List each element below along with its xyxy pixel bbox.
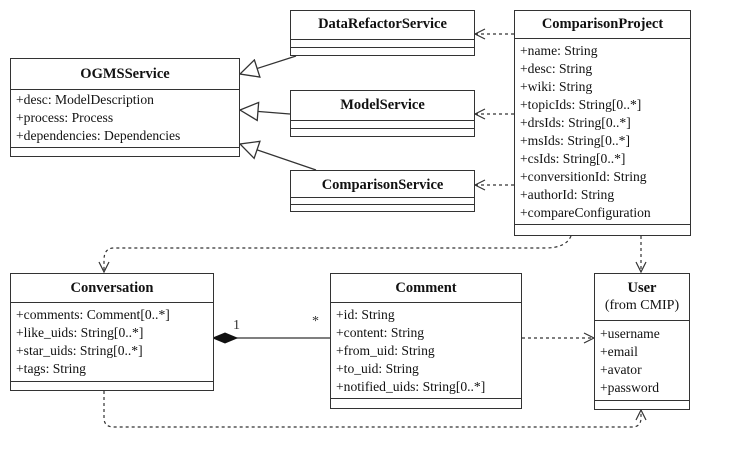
attribute: +from_uid: String [336,343,435,358]
class-header: User (from CMIP) [595,274,689,320]
operations-section [291,47,474,55]
operations-section [291,128,474,136]
operations-section [331,398,521,407]
attribute: +id: String [336,307,395,322]
dependency-conversation-to-user [103,391,641,428]
operations-section [11,381,213,389]
attribute: +star_uids: String[0..*] [16,343,143,358]
generalization-model-to-ogms [240,110,291,114]
class-name: Comment [395,280,457,296]
multiplicity-many: * [312,314,319,329]
attribute: +topicIds: String[0..*] [520,97,642,112]
class-conversation[interactable]: Conversation +comments: Comment[0..*] +l… [10,273,214,391]
attribute: +to_uid: String [336,361,419,376]
operations-section [515,224,690,234]
generalization-dataRefactor-to-ogms [240,55,297,74]
class-name: Conversation [70,280,154,296]
attributes-section: +comments: Comment[0..*] +like_uids: Str… [11,302,213,381]
class-comparison-project[interactable]: ComparisonProject +name: String +desc: S… [514,10,691,236]
attribute: +compareConfiguration [520,205,651,220]
operations-section [595,400,689,408]
attribute: +name: String [520,43,598,58]
attribute: +password [600,380,660,395]
attributes-section: +desc: ModelDescription +process: Proces… [11,89,239,147]
operations-section [11,147,239,155]
class-user[interactable]: User (from CMIP) +username +email +avato… [594,273,690,410]
attribute: +content: String [336,325,425,340]
attributes-section: +username +email +avator +password [595,320,689,400]
composition-diamond [211,332,239,344]
attribute: +wiki: String [520,79,593,94]
attribute: +comments: Comment[0..*] [16,307,170,322]
attributes-section [291,39,474,47]
attribute: +username [600,326,660,341]
attribute: +like_uids: String[0..*] [16,325,144,340]
attribute: +desc: ModelDescription [16,92,154,107]
class-name: ModelService [340,97,425,113]
attributes-section [291,197,474,204]
attribute: +authorId: String [520,187,615,202]
operations-section [291,204,474,211]
attribute: +notified_uids: String[0..*] [336,379,486,394]
attribute: +msIds: String[0..*] [520,133,630,148]
attributes-section: +id: String +content: String +from_uid: … [331,302,521,398]
generalization-comparison-to-ogms [240,144,317,171]
class-stereotype: (from CMIP) [604,298,680,313]
class-name: ComparisonService [321,177,444,193]
class-name: ComparisonProject [541,16,664,32]
class-name: DataRefactorService [318,16,447,32]
multiplicity-one: 1 [233,318,240,333]
dependency-project-to-conversation [104,235,572,272]
attribute: +tags: String [16,361,86,376]
attribute: +conversitionId: String [520,169,647,184]
class-ogms-service[interactable]: OGMSService +desc: ModelDescription +pro… [10,58,240,157]
attribute: +csIds: String[0..*] [520,151,626,166]
attribute: +avator [600,362,642,377]
class-data-refactor-service[interactable]: DataRefactorService [290,10,475,56]
attributes-section [291,120,474,128]
class-comparison-service[interactable]: ComparisonService [290,170,475,212]
class-name: OGMSService [80,66,170,82]
attribute: +desc: String [520,61,593,76]
class-comment[interactable]: Comment +id: String +content: String +fr… [330,273,522,409]
attribute: +email [600,344,638,359]
attribute: +drsIds: String[0..*] [520,115,631,130]
class-name: User [627,280,657,296]
attributes-section: +name: String +desc: String +wiki: Strin… [515,38,690,224]
class-model-service[interactable]: ModelService [290,90,475,137]
attribute: +dependencies: Dependencies [16,128,181,143]
attribute: +process: Process [16,110,114,125]
